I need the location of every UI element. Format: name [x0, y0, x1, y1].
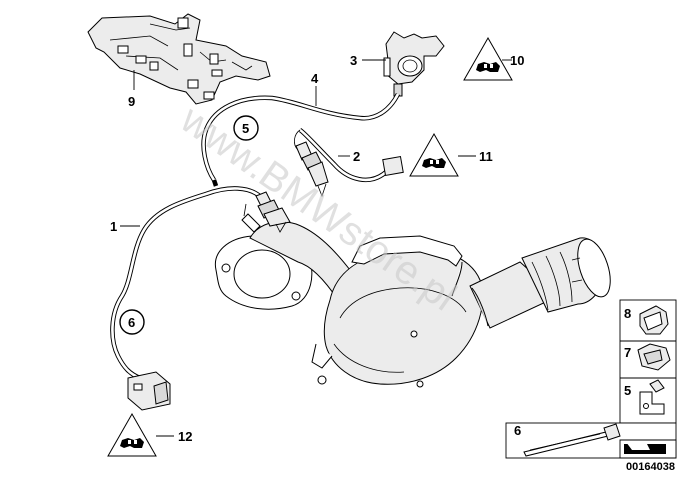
callout-3: 3	[350, 53, 357, 68]
svg-text:5: 5	[624, 383, 631, 398]
callout-4: 4	[311, 71, 319, 86]
warning-triangle-12[interactable]	[107, 412, 157, 457]
watermark: www.BMWstore.pl	[172, 97, 464, 320]
diagram-id: 00164038	[626, 461, 675, 473]
exhaust-catalytic-converter[interactable]	[214, 221, 616, 388]
svg-text:6: 6	[128, 315, 135, 330]
panel-item-8-cable-holder[interactable]: 8	[624, 305, 669, 335]
diagram-id-tab: 00164038	[619, 439, 677, 473]
svg-text:6: 6	[514, 423, 521, 438]
svg-text:8: 8	[624, 306, 631, 321]
part-3-sensor-module[interactable]	[383, 31, 445, 97]
panel-item-5-bracket[interactable]: 5	[624, 379, 665, 415]
warning-triangle-11[interactable]	[409, 132, 459, 177]
panel-item-7-cable-clip[interactable]: 7	[624, 343, 671, 371]
callout-10: 10	[510, 53, 524, 68]
callout-1: 1	[110, 219, 117, 234]
callout-6-circle: 6	[119, 309, 145, 335]
part-2-lambda-probe[interactable]	[294, 127, 404, 198]
svg-text:5: 5	[242, 121, 249, 136]
callout-2: 2	[353, 149, 360, 164]
callout-12: 12	[178, 429, 192, 444]
callout-11: 11	[479, 149, 493, 164]
callout-9: 9	[128, 94, 135, 109]
part-1-lambda-probe-cable[interactable]	[110, 179, 291, 411]
callout-5-circle: 5	[233, 115, 259, 141]
warning-triangle-10[interactable]	[463, 36, 513, 81]
part-4-sensor-cable[interactable]	[201, 92, 401, 182]
part-9-holder-plate[interactable]	[87, 13, 271, 105]
svg-text:7: 7	[624, 345, 631, 360]
